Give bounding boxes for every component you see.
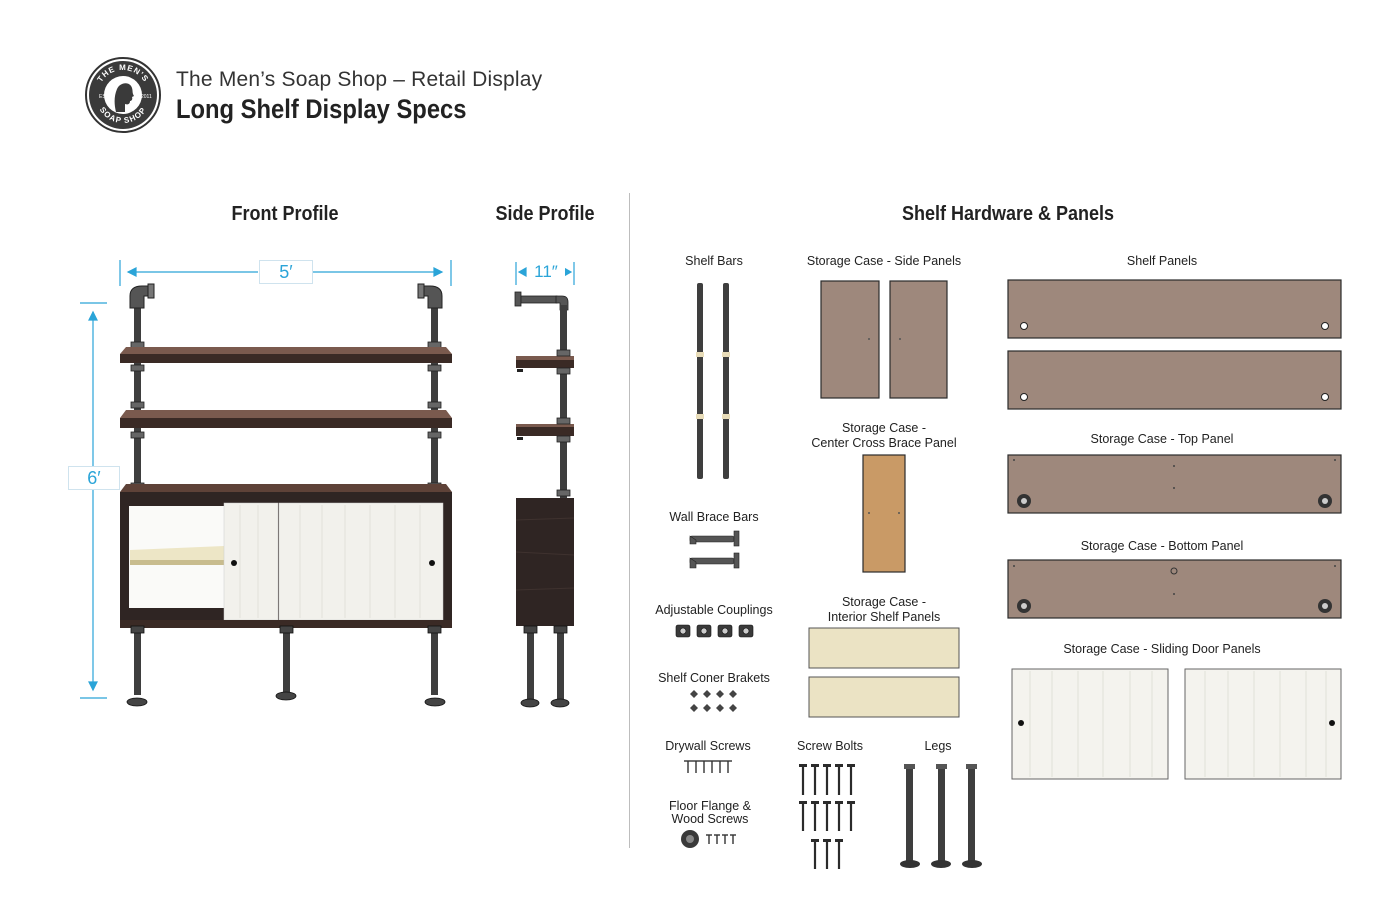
front-profile-drawing <box>80 260 452 707</box>
upright-pipes <box>134 300 438 696</box>
side-panels-label: Storage Case - Side Panels <box>806 254 962 268</box>
shelf-panels-label: Shelf Panels <box>1126 254 1198 268</box>
hardware-drawings <box>675 279 1342 869</box>
cross-brace-panel-icon <box>862 454 906 573</box>
floor-flange-icon <box>681 830 736 848</box>
width-dimension-label: 5′ <box>259 260 313 284</box>
legs-label: Legs <box>924 739 952 753</box>
shelf-panels-icon <box>1007 279 1342 410</box>
cross-brace-label-line1: Storage Case - <box>841 421 927 435</box>
side-shelves <box>516 356 574 440</box>
front-profile-heading: Front Profile <box>231 203 339 225</box>
bottom-panel-icon <box>1007 559 1342 619</box>
shelf-bars-label: Shelf Bars <box>685 254 743 268</box>
top-panel-icon <box>1007 454 1342 514</box>
shelf-corner-brackets-icon <box>690 690 737 712</box>
interior-shelf-panels-icon <box>808 627 960 718</box>
page-title: Long Shelf Display Specs <box>176 94 467 124</box>
wall-brace-bars-label: Wall Brace Bars <box>669 510 759 524</box>
section-divider <box>629 193 630 848</box>
interior-shelf-label-line1: Storage Case - <box>841 595 927 609</box>
floor-flange-label-line2: Wood Screws <box>671 812 749 826</box>
height-dimension-line <box>80 302 107 699</box>
side-panels-icon <box>820 280 948 399</box>
sliding-door-panels-icon <box>1011 668 1342 780</box>
top-panel-label: Storage Case - Top Panel <box>1090 432 1234 446</box>
depth-dimension-label: 11″ <box>527 262 565 282</box>
screw-bolts-label: Screw Bolts <box>797 739 863 753</box>
adjustable-couplings-icon <box>675 624 754 638</box>
front-shelves <box>120 347 452 492</box>
wall-brace-bars-icon <box>689 530 740 569</box>
floor-flanges <box>126 625 446 707</box>
shelf-corner-brackets-label: Shelf Coner Brakets <box>658 671 770 685</box>
shelf-bars-icon <box>696 283 730 479</box>
floor-flange-label-line1: Floor Flange & <box>669 799 751 813</box>
side-storage-case <box>516 498 574 626</box>
interior-shelf-label-line2: Interior Shelf Panels <box>827 610 941 624</box>
logo-badge-icon: THE MEN'S SOAP SHOP EST. 2011 <box>85 57 161 133</box>
brand-logo: THE MEN'S SOAP SHOP EST. 2011 <box>84 56 162 134</box>
width-dimension-line <box>119 260 452 286</box>
page-subtitle: The Men’s Soap Shop – Retail Display <box>176 68 543 91</box>
screw-bolts-icon <box>801 766 853 869</box>
drywall-screws-icon <box>684 760 732 773</box>
legs-icon <box>900 764 982 868</box>
height-dimension-label: 6′ <box>68 466 120 490</box>
front-storage-case <box>120 492 452 628</box>
top-elbows <box>129 283 443 309</box>
side-profile-heading: Side Profile <box>495 203 595 225</box>
bottom-panel-label: Storage Case - Bottom Panel <box>1080 539 1244 553</box>
svg-text:EST.: EST. <box>99 94 110 100</box>
svg-text:2011: 2011 <box>141 94 152 100</box>
side-profile-drawing <box>514 262 575 708</box>
drywall-screws-label: Drywall Screws <box>665 739 751 753</box>
cross-brace-label-line2: Center Cross Brace Panel <box>811 436 957 450</box>
hardware-heading: Shelf Hardware & Panels <box>901 203 1115 225</box>
door-panels-label: Storage Case - Sliding Door Panels <box>1063 642 1261 656</box>
adjustable-couplings-label: Adjustable Couplings <box>655 603 773 617</box>
